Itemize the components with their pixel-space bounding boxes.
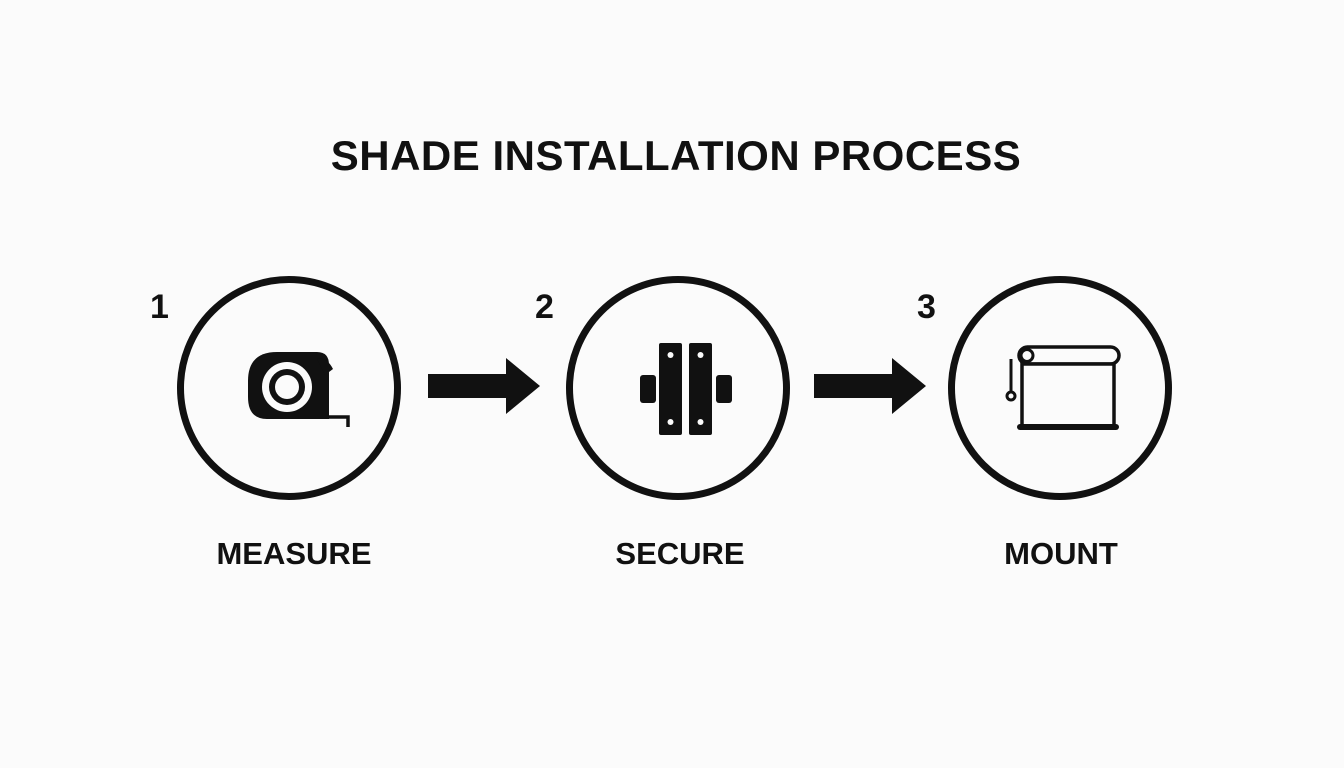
step-2-circle	[566, 276, 790, 500]
step-2-number: 2	[535, 288, 554, 326]
arrow-right-icon	[814, 358, 926, 414]
step-2-label: SECURE	[615, 536, 745, 571]
step-1-label: MEASURE	[216, 536, 372, 571]
mounting-bracket-icon	[640, 343, 732, 435]
step-1-circle	[177, 276, 401, 500]
roller-shade-icon	[1005, 345, 1121, 430]
diagram-title: SHADE INSTALLATION PROCESS	[330, 132, 1022, 179]
step-3-label: MOUNT	[1004, 536, 1118, 571]
step-1-number: 1	[150, 288, 169, 326]
tape-measure-icon	[248, 352, 350, 427]
step-3-circle	[948, 276, 1172, 500]
step-3-number: 3	[917, 288, 936, 326]
arrow-right-icon	[428, 358, 540, 414]
